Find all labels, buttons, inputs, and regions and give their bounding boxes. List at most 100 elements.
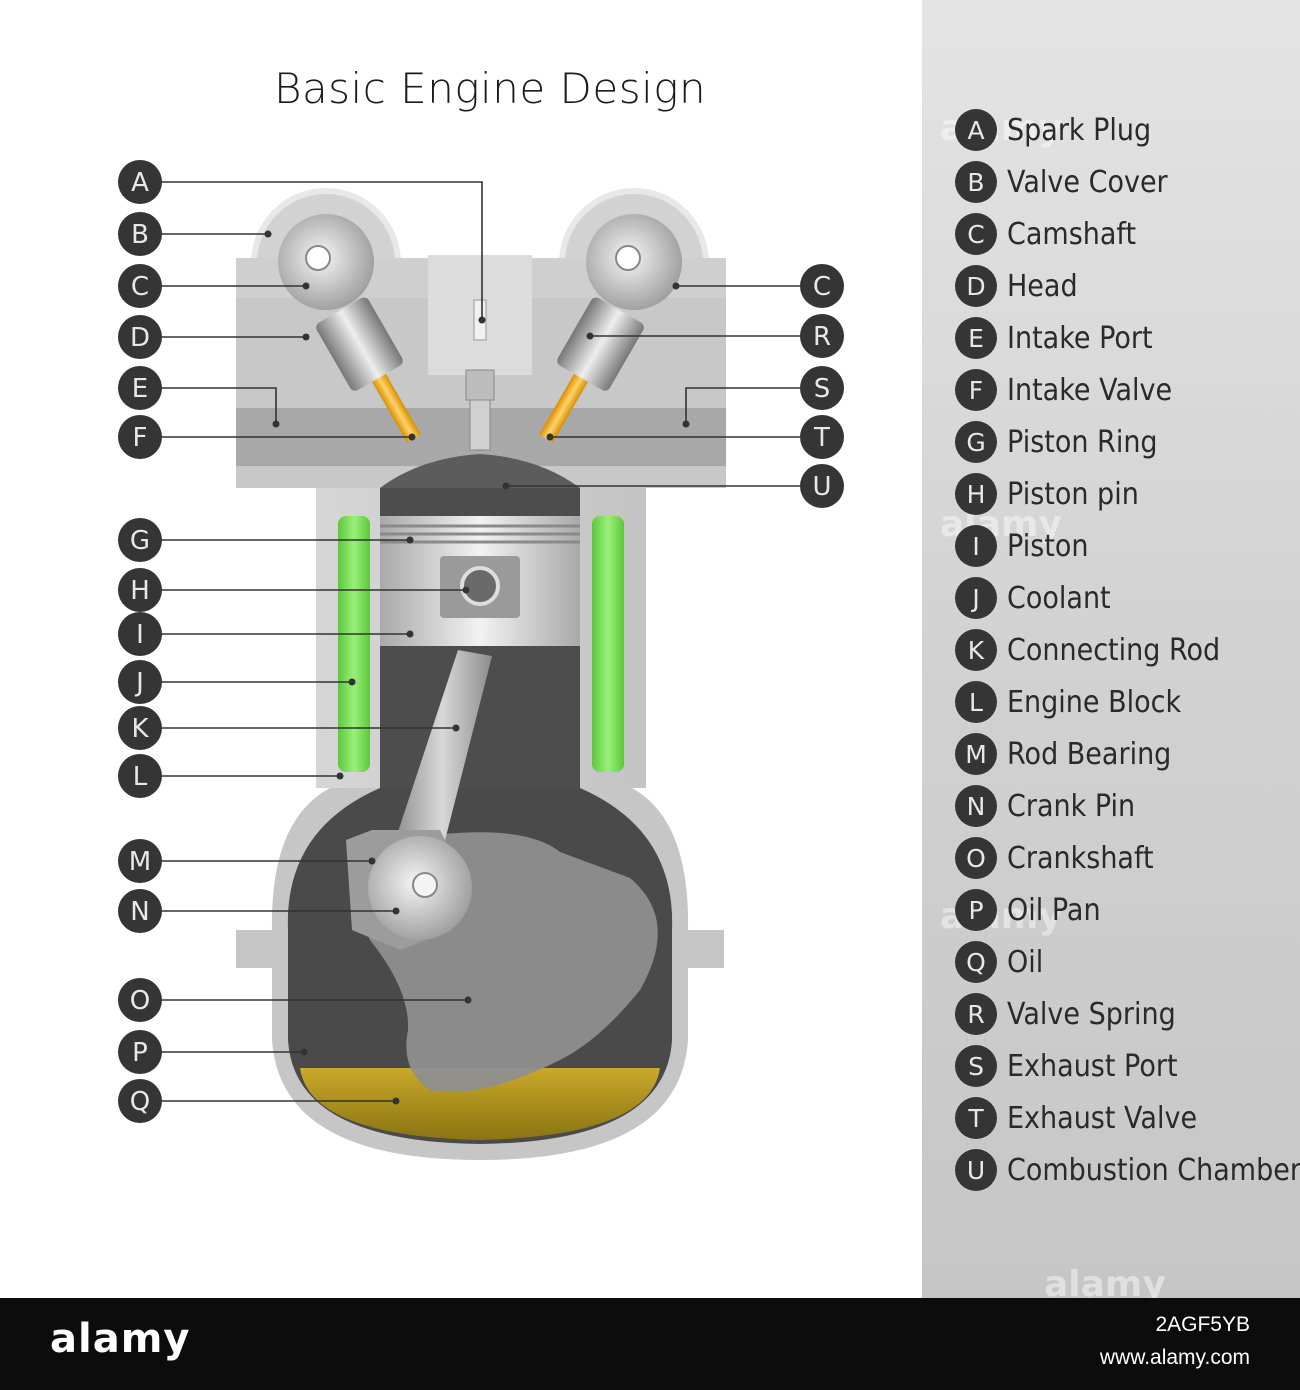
legend-label: Connecting Rod [1007,632,1221,668]
footer-bar [0,1298,1300,1390]
callout-left-o: O [118,978,162,1022]
callout-left-m: M [118,839,162,883]
svg-text:D: D [130,323,150,353]
coolant-right [592,516,624,772]
legend-label: Head [1007,268,1078,304]
legend-label: Coolant [1007,580,1111,616]
svg-text:P: P [132,1038,148,1068]
site-url: www.alamy.com [1099,1346,1250,1369]
page-title: Basic Engine Design [273,64,707,113]
svg-text:T: T [813,423,830,453]
legend-badge: U [955,1149,997,1191]
callout-dot [478,316,486,324]
svg-text:K: K [131,714,149,744]
callout-dot [348,678,356,686]
piston [380,516,580,646]
svg-text:H: H [130,576,150,606]
svg-text:B: B [131,220,149,250]
callout-left-n: N [118,889,162,933]
camshaft-left [278,214,374,310]
coolant-left [338,516,370,772]
legend-item: L Engine Block [955,680,1201,724]
legend-label: Piston Ring [1007,424,1158,460]
legend-badge: D [955,265,997,307]
legend-label: Exhaust Port [1007,1048,1178,1084]
legend-badge: R [955,993,997,1035]
legend-label: Valve Cover [1007,164,1168,200]
callout-dot [264,230,272,238]
svg-text:A: A [131,168,149,198]
legend-badge: P [955,889,997,931]
callout-dot [462,586,470,594]
legend-label: Valve Spring [1007,996,1176,1032]
legend-label: Oil Pan [1007,892,1101,928]
callout-left-h: H [118,568,162,612]
legend-label: Camshaft [1007,216,1137,252]
callout-right-r: R [800,314,844,358]
callout-dot [546,433,554,441]
legend-item: Q Oil [955,940,1047,984]
legend-label: Intake Valve [1007,372,1173,408]
callout-dot [408,433,416,441]
legend-badge: T [955,1097,997,1139]
callout-dot [502,482,510,490]
legend-item: G Piston Ring [955,420,1174,464]
callout-dot [336,772,344,780]
connecting-rod [392,650,492,860]
callout-dot [586,332,594,340]
svg-text:C: C [813,272,831,302]
callout-left-q: Q [118,1079,162,1123]
legend-item: B Valve Cover [955,160,1186,204]
legend-badge: H [955,473,997,515]
callout-left-f: F [118,415,162,459]
legend-badge: B [955,161,997,203]
callout-dot [272,420,280,428]
callout-lines-right [506,285,800,487]
legend-badge: Q [955,941,997,983]
callout-dot [302,282,310,290]
legend-badge: F [955,369,997,411]
callout-left-l: L [118,754,162,798]
legend-label: Exhaust Valve [1007,1100,1198,1136]
callout-dot [682,420,690,428]
legend-item: T Exhaust Valve [955,1096,1218,1140]
legend-item: U Combustion Chamber [955,1148,1300,1192]
callout-dot [406,630,414,638]
svg-text:I: I [136,620,144,650]
callout-right-c: C [800,264,844,308]
legend-label: Rod Bearing [1007,736,1172,772]
callout-right-u: U [800,464,844,508]
crank-pin [412,872,438,898]
callout-dot [392,907,400,915]
legend-badge: J [955,577,997,619]
svg-text:Q: Q [130,1087,150,1117]
callout-dot [368,857,376,865]
callout-right-t: T [800,415,844,459]
image-id: 2AGF5YB [1155,1313,1250,1336]
legend-label: Engine Block [1007,684,1182,720]
svg-text:J: J [134,668,144,698]
camshaft-right [586,214,682,310]
legend-label: Combustion Chamber [1007,1152,1300,1188]
legend-item: P Oil Pan [955,888,1111,932]
legend-badge: L [955,681,997,723]
callout-dot [672,282,680,290]
callout-dot [464,996,472,1004]
callout-lines-left [160,181,483,1102]
legend-badge: G [955,421,997,463]
legend-label: Oil [1007,944,1044,980]
legend-badge: A [955,109,997,151]
callout-dot [302,333,310,341]
legend-item: R Valve Spring [955,992,1194,1036]
svg-text:F: F [133,423,148,453]
legend-badge: N [955,785,997,827]
